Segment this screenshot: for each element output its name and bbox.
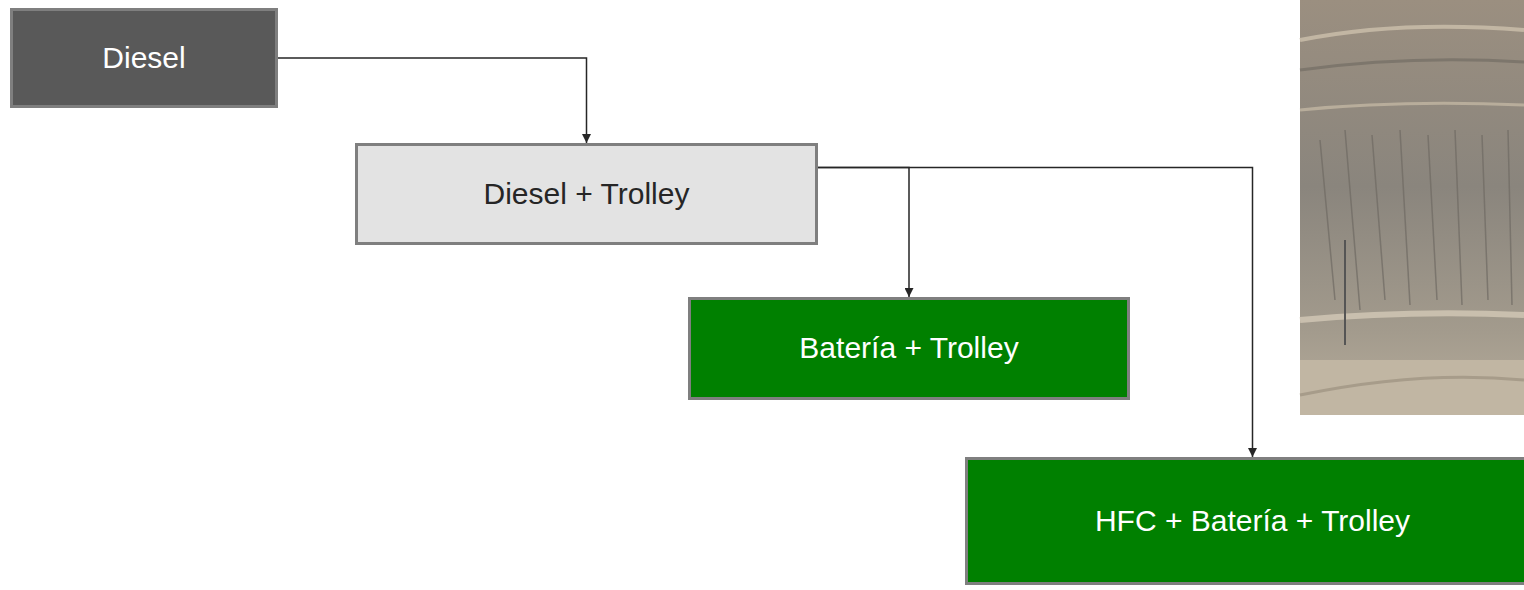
process-box: Diesel + Trolley — [355, 143, 818, 245]
option-box: HFC + Batería + Trolley — [965, 457, 1524, 585]
box-label: Diesel + Trolley — [484, 177, 690, 212]
box-label: Diesel — [102, 41, 185, 76]
start-box: Diesel — [10, 8, 278, 108]
box-label: Batería + Trolley — [799, 331, 1018, 366]
flow-connector — [278, 58, 587, 143]
box-label: HFC + Batería + Trolley — [1095, 504, 1410, 539]
option-box: Batería + Trolley — [688, 297, 1130, 400]
flow-connector — [818, 167, 909, 297]
